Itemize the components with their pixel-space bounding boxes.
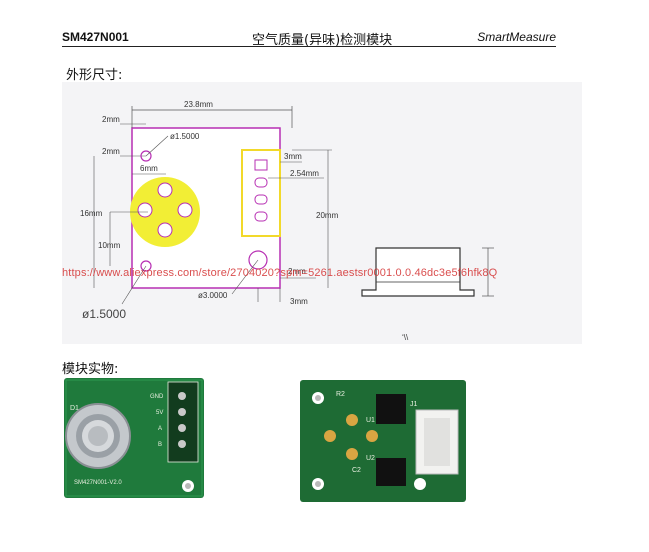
mounting-hole-bottom bbox=[140, 260, 152, 272]
bottom-right-v: 2mm bbox=[288, 267, 306, 276]
label-r2: R2 bbox=[336, 391, 345, 398]
sensor-offset: 6mm bbox=[140, 164, 158, 173]
module-back-photo: R2 U1 J1 C2 U2 bbox=[300, 380, 466, 502]
side-view-outline bbox=[361, 247, 475, 297]
right-height: 20mm bbox=[316, 211, 339, 220]
dimension-drawing: 23.8mm 2mm 2mm ø1.5000 6mm 16mm 10mm ø1.… bbox=[62, 82, 582, 344]
bottom-right-h: 3mm bbox=[290, 297, 308, 306]
small-mark: ʻ\\ bbox=[402, 333, 409, 342]
pin-label-a: A bbox=[158, 426, 162, 432]
brand-name: SmartMeasure bbox=[477, 30, 556, 44]
width-dimension: 23.8mm bbox=[184, 100, 213, 109]
pcb-hole bbox=[248, 250, 268, 270]
top-margin-2: 2mm bbox=[102, 147, 120, 156]
top-margin-1: 2mm bbox=[102, 115, 120, 124]
hole-top-label: ø1.5000 bbox=[170, 132, 200, 141]
pin-label-b: B bbox=[158, 442, 162, 448]
pin-label-5v: 5V bbox=[156, 410, 163, 416]
pcb-hole-label: ø3.0000 bbox=[198, 291, 228, 300]
model-number: SM427N001 bbox=[62, 30, 129, 44]
section-dimensions-heading: 外形尺寸: bbox=[66, 68, 123, 83]
sensor-label: D1 bbox=[70, 405, 79, 412]
pin-header-outline bbox=[241, 149, 281, 237]
hole-bottom-label: ø1.5000 bbox=[82, 307, 126, 321]
board-label: SM427N001-V2.0 bbox=[74, 480, 122, 486]
module-front-photo: GND 5V A B D1 SM427N001-V2.0 bbox=[64, 378, 204, 498]
left-height: 16mm bbox=[80, 209, 103, 218]
pin-pitch: 2.54mm bbox=[290, 169, 319, 178]
label-j1: J1 bbox=[410, 401, 418, 408]
label-u1: U1 bbox=[366, 417, 375, 424]
label-c2: C2 bbox=[352, 467, 361, 474]
pin-offset: 3mm bbox=[284, 152, 302, 161]
page-header: SM427N001 空气质量(异味)检测模块 SmartMeasure bbox=[62, 28, 556, 48]
left-lower: 10mm bbox=[98, 241, 121, 250]
mounting-hole-top bbox=[140, 150, 152, 162]
sensor-footprint bbox=[130, 177, 200, 247]
watermark-url: https://www.aliexpress.com/store/2704020… bbox=[62, 267, 498, 279]
pin-label-gnd: GND bbox=[150, 394, 164, 400]
label-u2: U2 bbox=[366, 455, 375, 462]
document-title: 空气质量(异味)检测模块 bbox=[252, 33, 393, 48]
section-photos-heading: 模块实物: bbox=[62, 362, 119, 377]
